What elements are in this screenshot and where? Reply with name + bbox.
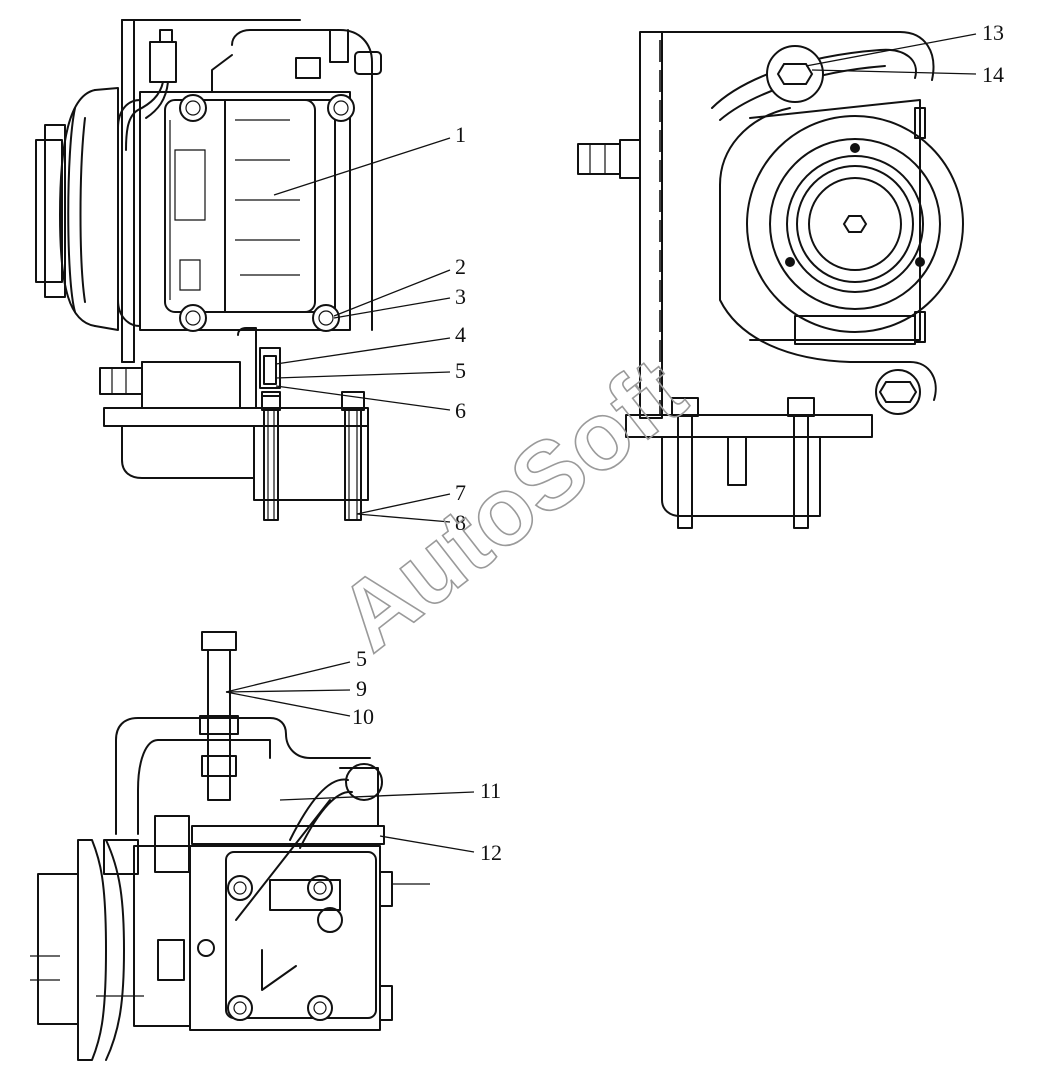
mounting-bracket [99,19,369,479]
slotted-arm [711,45,917,121]
view-side [577,31,964,529]
pulley [35,87,119,331]
side-nut [875,369,921,415]
callout-9: 9 [356,676,367,701]
callout-3: 3 [455,284,466,309]
callout-6: 6 [455,398,466,423]
callout-14: 14 [982,62,1004,87]
callout-5-upper: 5 [455,358,466,383]
callout-7: 7 [455,480,466,505]
view-top [30,631,430,1061]
compressor-top [189,845,430,1031]
tension-bolt [199,631,239,801]
callout-10: 10 [352,704,374,729]
plate-11-12 [154,778,385,921]
callout-12: 12 [480,840,502,865]
mounting-bolts-7-8 [253,391,369,521]
side-bolt [577,139,641,179]
compressor-body [117,29,382,331]
callout-5-lower: 5 [356,646,367,671]
tension-bracket [115,717,383,835]
callout-labels: 1 2 3 4 5 6 7 8 5 9 10 11 12 13 14 [352,20,1004,865]
callout-2: 2 [455,254,466,279]
callout-1: 1 [455,122,466,147]
leader-lines [225,33,977,853]
callout-4: 4 [455,322,466,347]
side-base [625,397,873,529]
pulley-top [30,839,215,1061]
view-front [35,19,382,521]
callout-11: 11 [480,778,501,803]
watermark: AutoSoft [319,338,704,672]
corner-bolts [179,94,355,332]
callout-13: 13 [982,20,1004,45]
electrical-connector [125,29,177,151]
callout-8: 8 [455,510,466,535]
clutch-housing [719,99,964,401]
